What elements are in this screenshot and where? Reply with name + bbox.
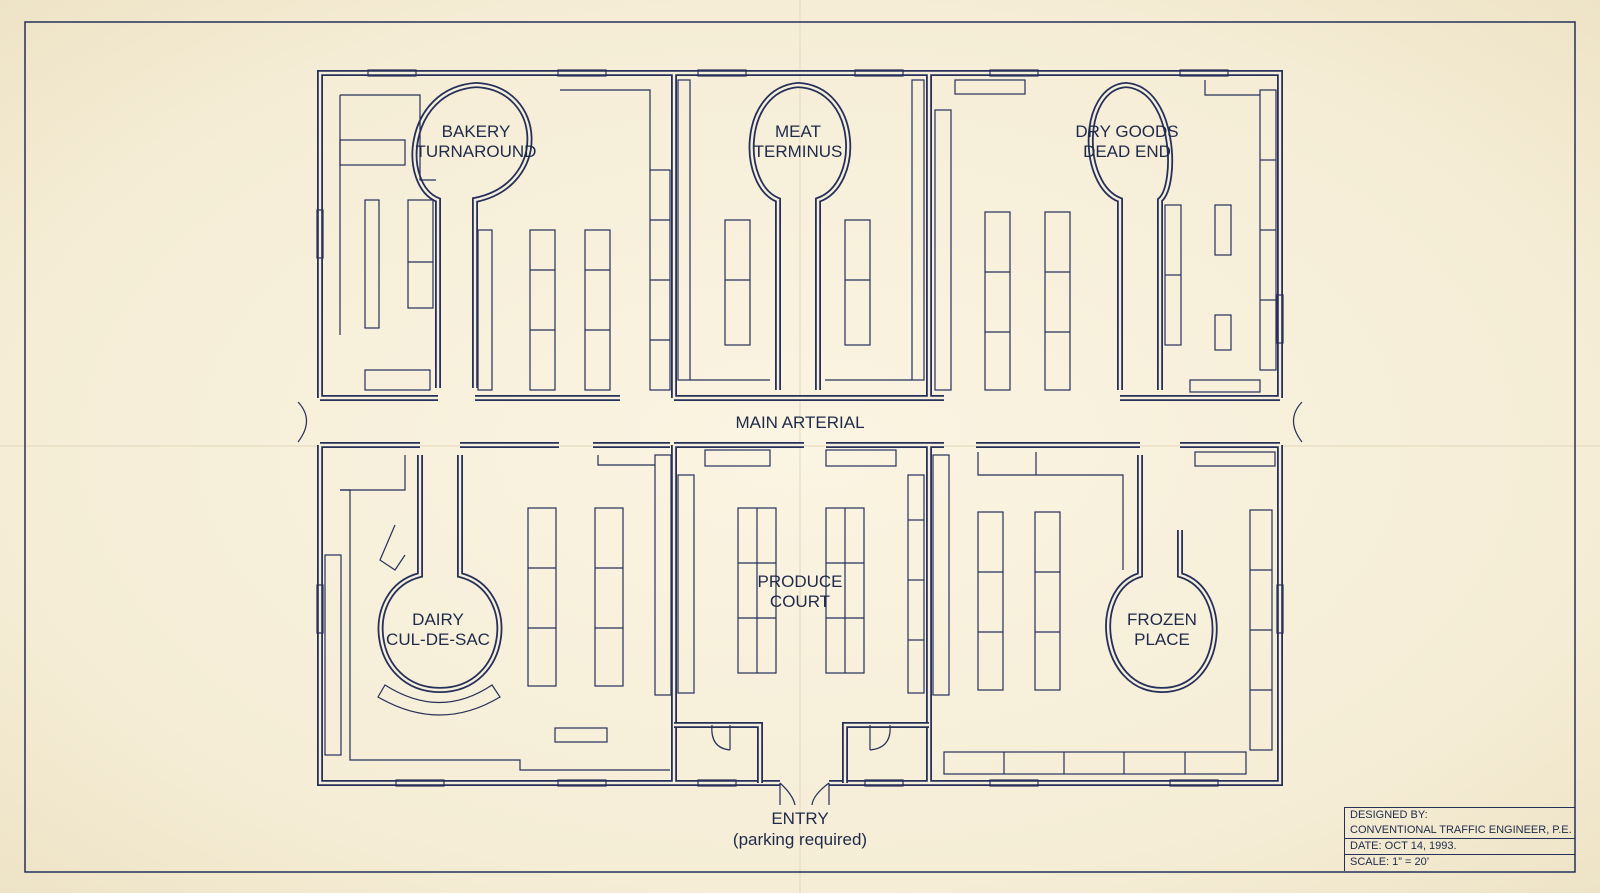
- produce-label-line2: COURT: [770, 592, 830, 611]
- produce-label-line1: PRODUCE: [757, 572, 842, 591]
- title-block: DESIGNED BY: CONVENTIONAL TRAFFIC ENGINE…: [1344, 807, 1575, 871]
- frozen-label-line1: FROZEN: [1127, 610, 1197, 629]
- bakery-label-line2: TURNAROUND: [416, 142, 537, 161]
- walls: [317, 70, 1283, 786]
- dry-goods-label-line1: DRY GOODS: [1075, 122, 1178, 141]
- designer-name: CONVENTIONAL TRAFFIC ENGINEER, P.E.: [1350, 824, 1572, 836]
- bakery-label-line1: BAKERY: [442, 122, 511, 141]
- meat-label-line2: TERMINUS: [754, 142, 843, 161]
- entry-label-line2: (parking required): [733, 830, 867, 849]
- culdesac-walls: [377, 81, 1218, 694]
- entry-vestibule: [674, 722, 929, 806]
- dairy-label-line2: CUL-DE-SAC: [386, 630, 490, 649]
- sheet-border: [24, 21, 1576, 873]
- windows: [316, 69, 1284, 787]
- designed-by-label: DESIGNED BY:: [1350, 809, 1428, 821]
- frozen-label-line2: PLACE: [1134, 630, 1190, 649]
- dairy-label-line1: DAIRY: [412, 610, 464, 629]
- scale-field: SCALE: 1” = 20’: [1345, 854, 1575, 870]
- main-arterial-label: MAIN ARTERIAL: [735, 413, 864, 432]
- date-field: DATE: OCT 14, 1993.: [1345, 838, 1575, 854]
- entry-label-line1: ENTRY: [771, 809, 828, 828]
- shelving: [324, 79, 1277, 775]
- arterial-doors: [297, 401, 1303, 443]
- dry-goods-label-line2: DEAD END: [1083, 142, 1171, 161]
- meat-label-line1: MEAT: [775, 122, 821, 141]
